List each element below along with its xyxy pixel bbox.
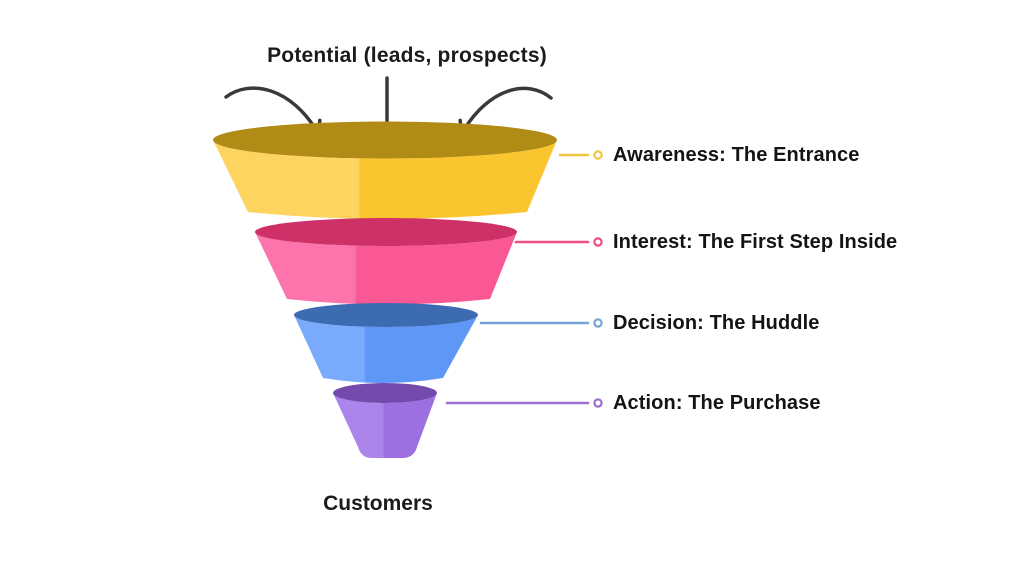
funnel-stage-decision — [294, 303, 478, 383]
funnel-stage-awareness-body — [213, 140, 557, 219]
connectors — [445, 150, 603, 408]
diagram-title: Potential (leads, prospects) — [267, 44, 547, 67]
funnel-stage-interest-body — [255, 232, 517, 305]
funnel-stage-interest-top — [255, 218, 517, 246]
funnel-stage-interest — [255, 218, 517, 305]
funnel-stage-decision-body — [294, 315, 478, 383]
connector-dot-interest — [593, 237, 603, 247]
stage-label-action: Action: The Purchase — [613, 392, 821, 414]
connector-dot-awareness — [593, 150, 603, 160]
funnel-stage-action — [333, 383, 437, 458]
inflow-arrow-right — [458, 86, 553, 136]
funnel-stage-action-body — [333, 393, 437, 458]
funnel-stage-awareness-top — [213, 121, 557, 159]
inflow-arrow-left — [224, 86, 322, 136]
connector-dot-decision — [593, 318, 603, 328]
connector-dot-action — [593, 398, 603, 408]
funnel-stage-awareness — [213, 121, 557, 219]
stage-label-awareness: Awareness: The Entrance — [613, 144, 860, 166]
stage-label-decision: Decision: The Huddle — [613, 312, 820, 334]
customers-label: Customers — [323, 492, 433, 515]
funnel-stage-decision-top — [294, 303, 478, 327]
funnel-stage-action-top — [333, 383, 437, 403]
stage-label-interest: Interest: The First Step Inside — [613, 231, 898, 253]
